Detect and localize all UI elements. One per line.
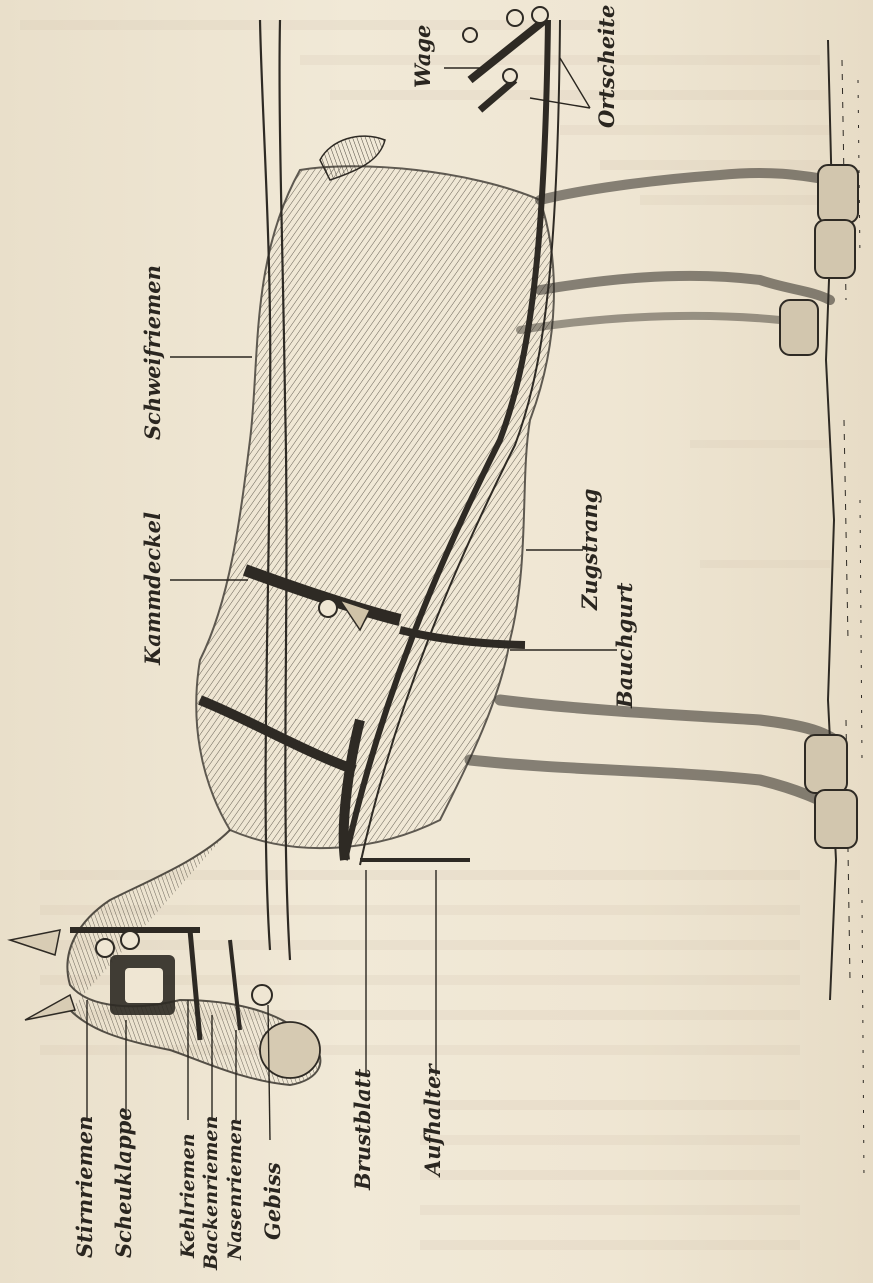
label-ortscheite: Ortscheite — [594, 5, 619, 128]
label-brustblatt: Brustblatt — [350, 1068, 375, 1191]
label-bauchgurt: Bauchgurt — [612, 582, 637, 709]
label-backenriemen: Backenriemen — [200, 1116, 222, 1271]
label-schweifriemen: Schweifriemen — [140, 265, 165, 440]
label-wage: Wage — [410, 25, 435, 88]
label-stirnriemen: Stirnriemen — [72, 1116, 97, 1258]
label-nasenriemen: Nasenriemen — [224, 1118, 246, 1261]
label-zugstrang: Zugstrang — [577, 489, 602, 611]
label-kehlriemen: Kehlriemen — [177, 1133, 199, 1259]
label-kammdeckel: Kammdeckel — [140, 512, 165, 666]
label-scheuklappe: Scheuklappe — [111, 1107, 136, 1258]
label-gebiss: Gebiss — [260, 1162, 285, 1240]
label-aufhalter: Aufhalter — [420, 1062, 445, 1178]
